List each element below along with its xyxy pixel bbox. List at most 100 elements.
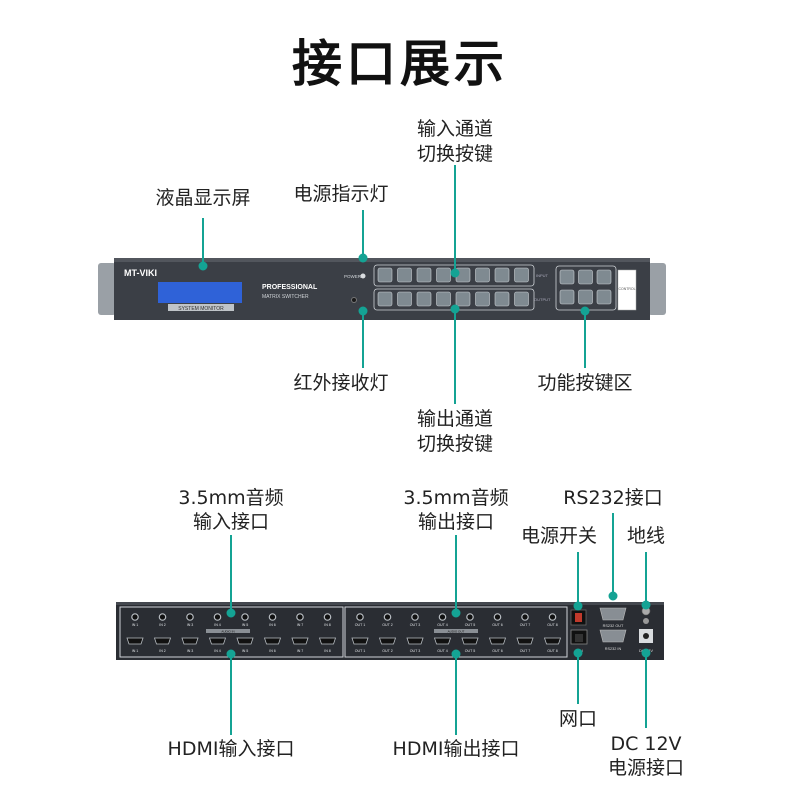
- output-hdmi-port-4: [433, 637, 452, 645]
- output-port-label-6: OUT 6: [492, 649, 503, 653]
- control-label-plate: [617, 269, 637, 311]
- input-port-label-5: IN 5: [242, 649, 249, 653]
- output-audio-label-7: OUT 7: [520, 623, 531, 627]
- front-right-ear: [648, 263, 666, 315]
- input-port-label-2: IN 2: [159, 649, 166, 653]
- input-audio-label-6: IN 6: [269, 623, 276, 627]
- input-port-label-6: IN 6: [269, 649, 276, 653]
- output-audio-label-5: OUT 5: [465, 623, 476, 627]
- output-channel-button-1[interactable]: [377, 291, 393, 307]
- callout-audio-in-line1: 3.5mm音频: [178, 487, 284, 509]
- output-hdmi-port-1: [351, 637, 369, 645]
- callout-hdmi-out: HDMI输出接口: [392, 738, 520, 760]
- input-port-label-7: IN 7: [297, 649, 304, 653]
- callout-ground: 地线: [626, 525, 665, 547]
- output-port-label-1: OUT 1: [355, 649, 366, 653]
- input-channel-button-1[interactable]: [377, 267, 393, 283]
- rear-port-area: IN 1IN 1IN 2IN 2IN 3IN 3IN 4IN 4IN 5IN 5…: [126, 613, 562, 653]
- callout-rs232: RS232接口: [563, 487, 663, 509]
- function-button-5[interactable]: [578, 289, 593, 305]
- input-audio-jack-8: [323, 613, 332, 621]
- input-hdmi-port-8: [318, 637, 337, 645]
- output-channel-button-5[interactable]: [455, 291, 471, 307]
- output-hdmi-port-3: [406, 637, 424, 645]
- callout-output-line1: 输出通道: [416, 408, 493, 430]
- front-button-area: [373, 264, 617, 311]
- input-audio-label-8: IN 8: [324, 623, 331, 627]
- output-audio-label-1: OUT 1: [355, 623, 366, 627]
- function-button-3[interactable]: [596, 269, 612, 285]
- output-audio-jack-1: [356, 613, 364, 621]
- input-audio-jack-2: [158, 613, 167, 621]
- input-channel-button-2[interactable]: [397, 267, 412, 283]
- audio-out-label: AUDIO OUT: [448, 629, 465, 633]
- input-audio-jack-1: [131, 613, 139, 621]
- output-channel-button-6[interactable]: [475, 291, 490, 307]
- input-row-label: INPUT: [536, 273, 549, 278]
- input-hdmi-port-7: [291, 637, 309, 645]
- callout-output-line2: 切换按键: [416, 433, 493, 455]
- input-port-label-8: IN 8: [324, 649, 331, 653]
- callout-audio-in-line2: 输入接口: [192, 511, 269, 533]
- power-label: POWER: [344, 274, 362, 279]
- output-channel-button-2[interactable]: [397, 291, 412, 307]
- callout-lan: 网口: [558, 708, 597, 730]
- control-label: CONTROL: [618, 287, 635, 291]
- output-port-label-7: OUT 7: [520, 649, 531, 653]
- callout-hdmi-in: HDMI输入接口: [167, 738, 295, 760]
- callout-power-led: 电源指示灯: [293, 183, 389, 205]
- callout-lines: [198, 165, 651, 735]
- output-port-label-8: OUT 8: [547, 649, 558, 653]
- input-channel-button-4[interactable]: [436, 267, 451, 283]
- output-audio-jack-4: [438, 613, 447, 621]
- model-line2: MATRIX SWITCHER: [262, 294, 309, 300]
- input-audio-jack-6: [268, 613, 277, 621]
- output-audio-jack-7: [521, 613, 529, 621]
- input-hdmi-port-6: [263, 637, 282, 645]
- output-port-label-3: OUT 3: [410, 649, 421, 653]
- input-audio-label-5: IN 5: [242, 623, 249, 627]
- input-audio-label-3: IN 3: [187, 623, 194, 627]
- input-hdmi-port-1: [126, 637, 144, 645]
- function-button-6[interactable]: [596, 289, 612, 305]
- input-port-label-4: IN 4: [214, 649, 221, 653]
- model-line1: PROFESSIONAL: [262, 284, 318, 291]
- input-port-label-3: IN 3: [187, 649, 194, 653]
- front-left-ear: [98, 263, 116, 315]
- callout-dc-line2: 电源接口: [607, 757, 684, 779]
- callout-audio-out-line1: 3.5mm音频: [403, 487, 509, 509]
- callout-ir-receiver: 红外接收灯: [293, 372, 389, 394]
- output-channel-button-4[interactable]: [436, 291, 451, 307]
- input-channel-button-8[interactable]: [514, 267, 529, 283]
- input-channel-button-6[interactable]: [475, 267, 490, 283]
- ir-receiver: [351, 297, 357, 303]
- function-button-1[interactable]: [559, 269, 575, 285]
- output-audio-jack-5: [466, 613, 474, 621]
- input-audio-label-1: IN 1: [132, 623, 139, 627]
- input-hdmi-port-4: [208, 637, 227, 645]
- input-hdmi-port-3: [181, 637, 199, 645]
- output-channel-button-7[interactable]: [494, 291, 510, 307]
- input-audio-jack-4: [213, 613, 222, 621]
- function-button-4[interactable]: [559, 289, 575, 305]
- output-channel-button-8[interactable]: [514, 291, 529, 307]
- rs232-out-label: RS232 OUT: [603, 624, 624, 628]
- input-audio-jack-7: [296, 613, 304, 621]
- input-channel-button-7[interactable]: [494, 267, 510, 283]
- brand-logo: MT-VIKI: [124, 268, 157, 278]
- output-audio-label-6: OUT 6: [492, 623, 503, 627]
- output-channel-button-3[interactable]: [416, 291, 432, 307]
- output-port-label-5: OUT 5: [465, 649, 476, 653]
- output-hdmi-port-7: [516, 637, 534, 645]
- function-button-2[interactable]: [578, 269, 593, 285]
- output-hdmi-port-2: [378, 637, 397, 645]
- output-audio-jack-2: [383, 613, 392, 621]
- input-audio-label-4: IN 4: [214, 623, 221, 627]
- lcd-caption: SYSTEM MONITOR: [178, 306, 224, 312]
- callout-function-buttons: 功能按键区: [537, 372, 633, 394]
- output-port-label-2: OUT 2: [382, 649, 393, 653]
- lcd-screen: [158, 282, 242, 303]
- input-channel-button-3[interactable]: [416, 267, 432, 283]
- output-row-label: OUTPUT: [534, 297, 551, 302]
